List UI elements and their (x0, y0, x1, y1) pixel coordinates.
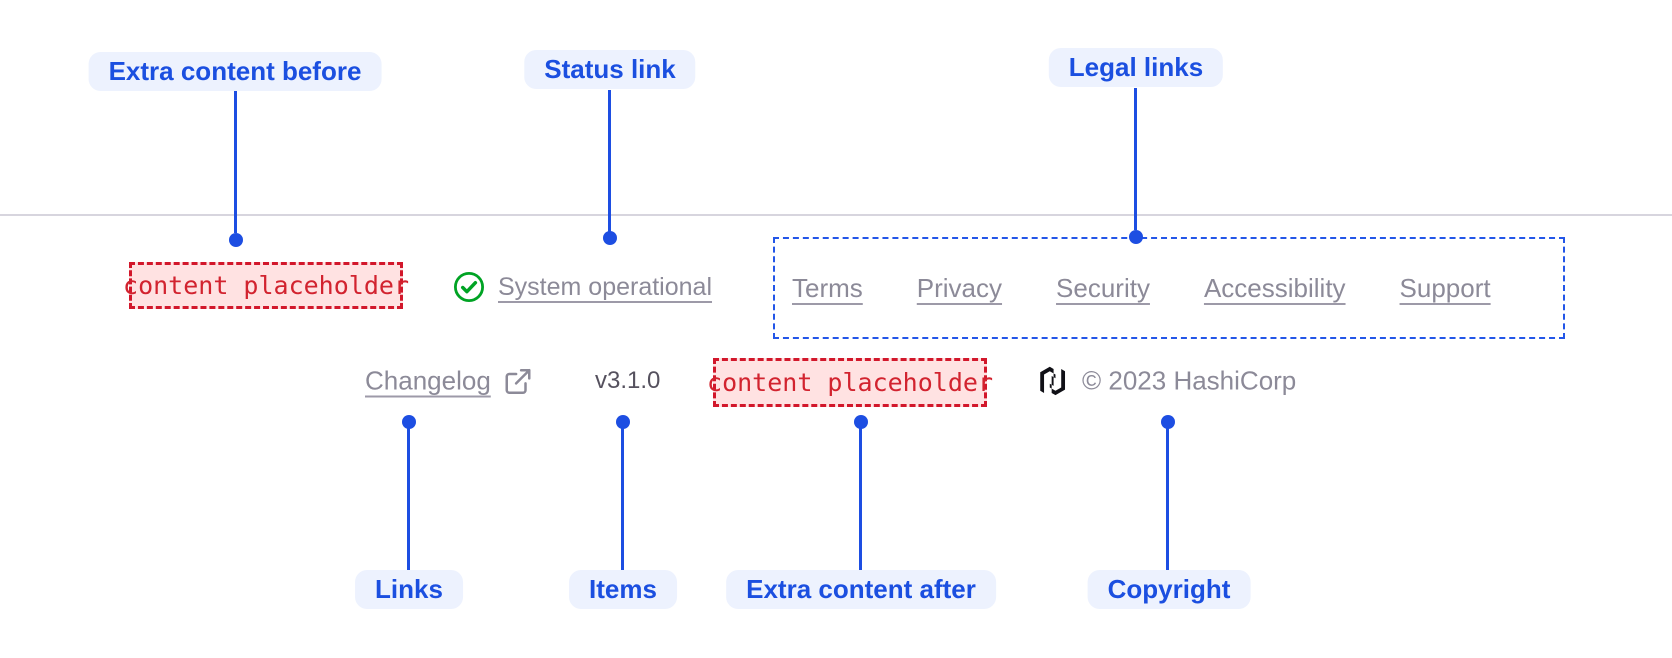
callout-line-legal-links (1134, 88, 1137, 230)
callout-dot-extra-content-after (854, 415, 868, 429)
version-item: v3.1.0 (595, 367, 661, 394)
callout-dot-copyright (1161, 415, 1175, 429)
callout-label-extra-content-after: Extra content after (726, 570, 996, 609)
status-link-text[interactable]: System operational (498, 272, 713, 301)
changelog-link[interactable]: Changelog (365, 366, 533, 397)
callout-label-copyright: Copyright (1087, 570, 1251, 609)
callout-dot-legal-links (1129, 230, 1143, 244)
external-link-icon (503, 366, 533, 396)
hashicorp-logo (1038, 366, 1067, 396)
footer-top-divider (0, 214, 1672, 216)
callout-line-items (621, 426, 624, 570)
callout-dot-status-link (603, 231, 617, 245)
callout-label-legal-links: Legal links (1048, 48, 1224, 87)
callout-label-links: Links (355, 570, 463, 609)
callout-label-items: Items (569, 570, 677, 609)
copyright-text: © 2023 HashiCorp (1082, 365, 1297, 396)
callout-line-status-link (608, 90, 611, 232)
extra-content-after-placeholder: content placeholder (707, 358, 993, 407)
callout-line-copyright (1166, 426, 1169, 570)
legal-link-terms[interactable]: Terms (792, 272, 863, 303)
callout-line-extra-content-before (234, 91, 237, 233)
changelog-link-text[interactable]: Changelog (365, 365, 491, 396)
legal-link-security[interactable]: Security (1056, 272, 1150, 303)
callout-label-extra-content-before: Extra content before (88, 52, 382, 91)
check-circle-icon (453, 271, 485, 303)
legal-link-privacy[interactable]: Privacy (916, 272, 1003, 303)
legal-link-accessibility[interactable]: Accessibility (1203, 272, 1346, 303)
legal-link-support[interactable]: Support (1399, 272, 1491, 303)
placeholder-text: content placeholder (707, 368, 993, 397)
callout-dot-extra-content-before (229, 233, 243, 247)
placeholder-text: content placeholder (123, 271, 409, 300)
legal-links-container: Terms Privacy Security Accessibility Sup… (773, 237, 1565, 339)
callout-label-status-link: Status link (524, 50, 696, 89)
callout-line-extra-content-after (859, 426, 862, 570)
callout-dot-links (402, 415, 416, 429)
status-link[interactable]: System operational (453, 271, 712, 303)
callout-line-links (407, 426, 410, 570)
callout-dot-items (616, 415, 630, 429)
extra-content-before-placeholder: content placeholder (123, 262, 409, 309)
copyright: © 2023 HashiCorp (1038, 366, 1296, 397)
